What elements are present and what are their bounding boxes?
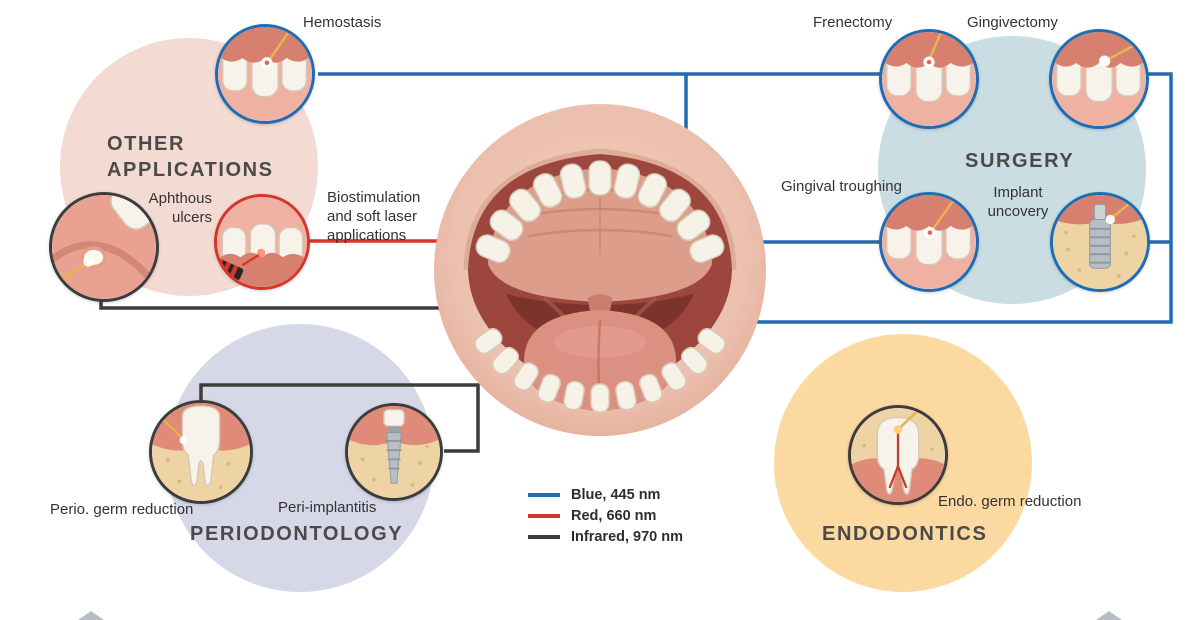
endo-art	[851, 408, 945, 502]
gingivectomy-label: Gingivectomy	[967, 14, 1058, 31]
wavelength-legend: Blue, 445 nm Red, 660 nm Infrared, 970 n…	[528, 487, 683, 550]
treatment-spot	[927, 230, 933, 235]
legend-label-infrared: Infrared, 970 nm	[571, 529, 684, 545]
treatment-spot	[926, 59, 932, 65]
peri-implantitis-illustration	[345, 403, 443, 501]
laser-fiber	[898, 408, 922, 430]
aphthous-ulcers-label: Aphthous ulcers	[148, 190, 212, 227]
legend-label-red: Red, 660 nm	[571, 508, 657, 524]
peri-implantitis-art	[348, 406, 440, 498]
implant-uncovery-art	[1053, 195, 1147, 289]
group-title-endodontics: ENDODONTICS	[822, 523, 988, 545]
lower-teeth-arch	[474, 328, 726, 413]
blue-connector-hemostasis	[318, 72, 688, 131]
peri-implantitis-label: Peri-implantitis	[278, 499, 377, 516]
perio-germ-reduction-label: Perio. germ reduction	[50, 501, 194, 518]
endo-germ-reduction-illustration	[848, 405, 948, 505]
group-title-other-applications: OTHER APPLICATIONS	[107, 133, 274, 182]
laser-flash	[83, 256, 94, 267]
endo-germ-reduction-label: Endo. germ reduction	[938, 493, 1082, 510]
frenectomy-illustration	[879, 29, 979, 129]
gingivectomy-art	[1052, 32, 1146, 126]
implant-threads	[385, 440, 403, 470]
gingival-troughing-art	[882, 195, 976, 289]
aphthous-ulcers-illustration	[49, 192, 159, 302]
mouth-art	[434, 104, 766, 436]
implant-uncovery-illustration	[1050, 192, 1150, 292]
red-line-swatch	[528, 514, 560, 518]
laser-flash	[1105, 214, 1116, 225]
infrared-line-swatch	[528, 535, 560, 539]
legend-item-red: Red, 660 nm	[528, 508, 683, 524]
frenectomy-art	[882, 32, 976, 126]
hemostasis-art	[218, 27, 312, 121]
blue-line-swatch	[528, 493, 560, 497]
hemostasis-illustration	[215, 24, 315, 124]
corner-decoration-right	[1096, 611, 1122, 620]
implant-threads	[1089, 227, 1111, 264]
implant-uncovery-label: Implant uncovery	[987, 184, 1049, 221]
implant-neck	[387, 426, 401, 433]
implant-body	[1089, 218, 1111, 269]
red-laser-beam	[241, 253, 260, 267]
group-title-surgery: SURGERY	[965, 150, 1075, 172]
infrared-connector-aphthous	[99, 298, 442, 310]
group-title-periodontology: PERIODONTOLOGY	[190, 523, 404, 545]
legend-item-blue: Blue, 445 nm	[528, 487, 683, 503]
upper-teeth-arch	[475, 160, 725, 264]
legend-item-infrared: Infrared, 970 nm	[528, 529, 683, 545]
gum	[851, 458, 945, 502]
perio-art	[152, 403, 250, 501]
biostimulation-art	[217, 197, 307, 287]
implant-crown	[383, 408, 405, 427]
laser-glow	[893, 425, 903, 434]
implant-abutment	[1093, 203, 1107, 220]
biostimulation-illustration	[214, 194, 310, 290]
treatment-spot	[264, 60, 270, 65]
blue-connector-right-side	[757, 72, 1173, 324]
lip-fold	[52, 241, 156, 291]
frenectomy-label: Frenectomy	[813, 14, 893, 31]
legend-label-blue: Blue, 445 nm	[571, 487, 661, 503]
molar-tooth	[181, 405, 221, 487]
laser-flash	[1099, 55, 1111, 67]
perio-germ-reduction-illustration	[149, 400, 253, 504]
laser-glow	[257, 248, 266, 257]
infrared-connector-periodontology	[199, 383, 480, 453]
gingival-troughing-label: Gingival troughing	[781, 178, 902, 195]
upper-lip-line	[463, 148, 737, 271]
aphthous-art	[52, 195, 156, 299]
gingivectomy-illustration	[1049, 29, 1149, 129]
laser-beam	[267, 27, 294, 62]
implant-screw	[386, 432, 402, 484]
laser-beam	[927, 32, 943, 61]
corner-decoration-left	[78, 611, 104, 620]
open-mouth-illustration	[432, 102, 768, 438]
laser-beam	[930, 195, 959, 232]
biostimulation-label: Biostimulation and soft laser applicatio…	[327, 189, 421, 245]
laser-flash	[179, 436, 188, 445]
hemostasis-label: Hemostasis	[303, 14, 382, 31]
gingival-troughing-illustration	[879, 192, 979, 292]
